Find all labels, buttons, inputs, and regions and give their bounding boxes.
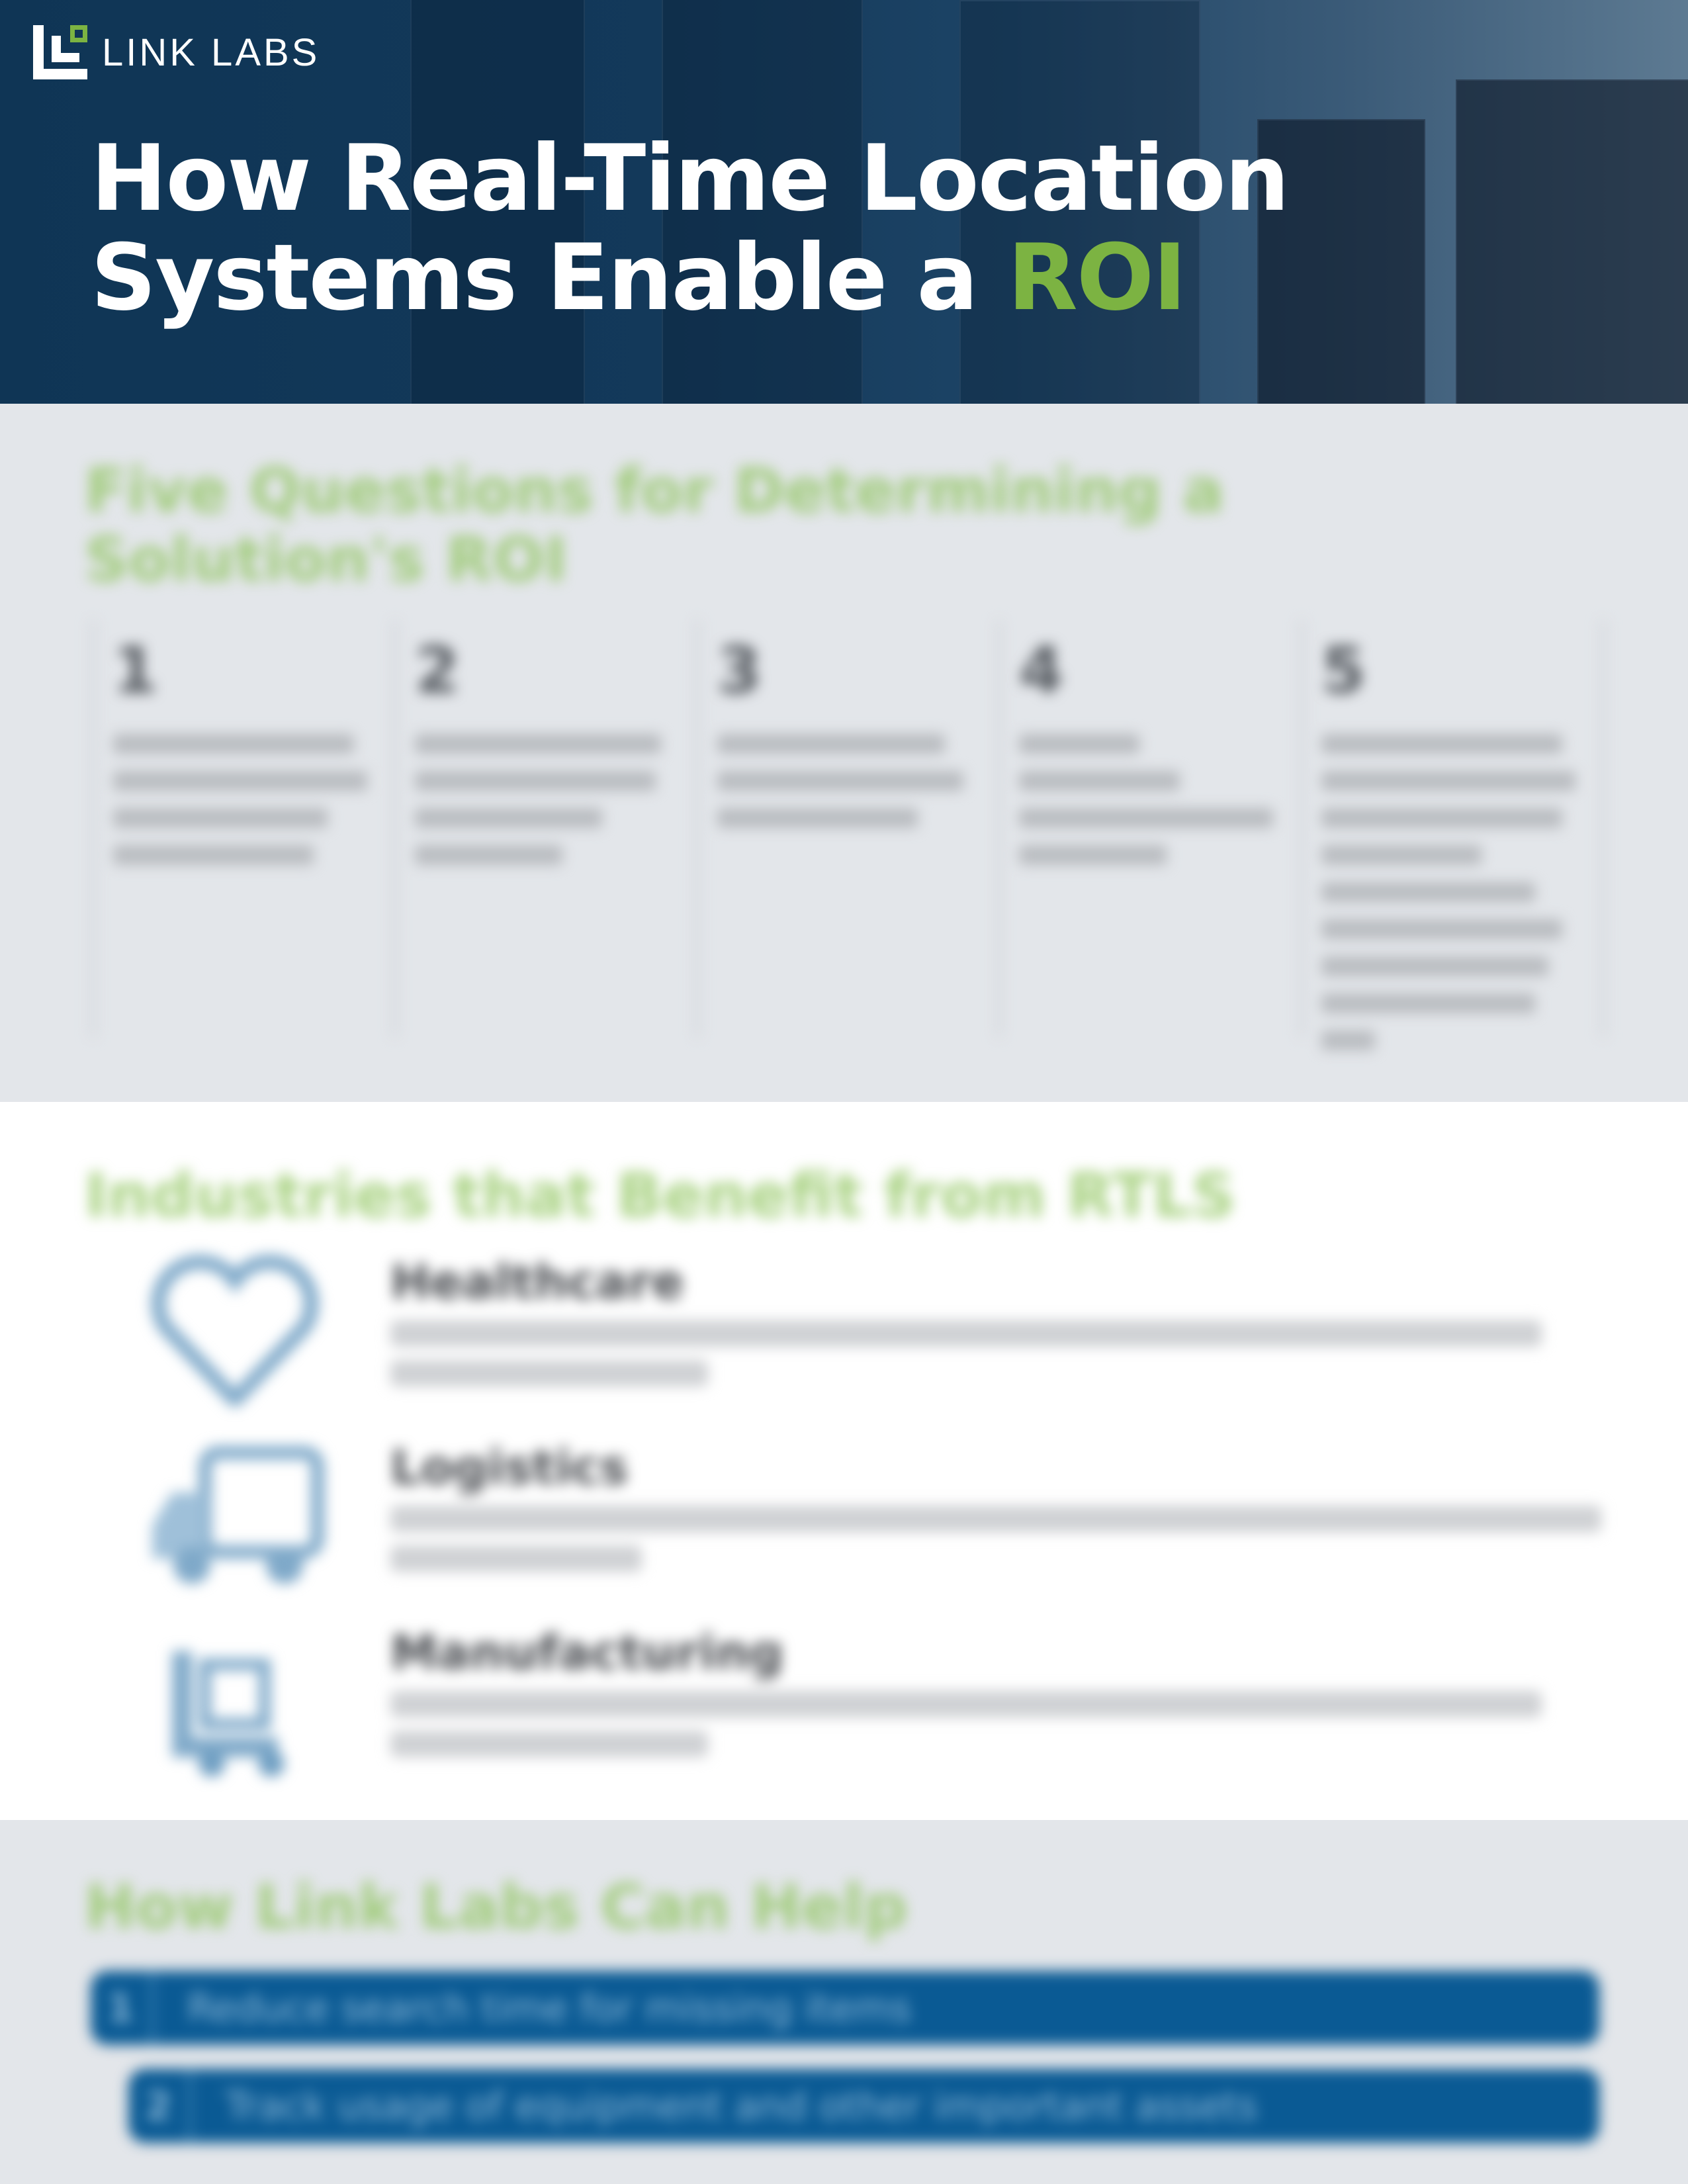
industry-title: Logistics — [390, 1439, 629, 1495]
industries-heading: Industries that Benefit from RTLS — [85, 1160, 1235, 1231]
heading-line: Five Questions for Determining a — [85, 455, 1224, 526]
questions-heading: Five Questions for Determining a Solutio… — [85, 457, 1224, 594]
help-item-number: 2 — [128, 2069, 192, 2143]
industry-item: Logistics — [0, 1439, 1688, 1618]
heading-line: Solution's ROI — [85, 524, 567, 595]
help-item: 1 Reduce search time for missing items — [91, 1971, 1599, 2045]
industry-item: Healthcare — [0, 1254, 1688, 1433]
question-number: 4 — [1019, 633, 1064, 707]
industry-item: Manufacturing — [0, 1625, 1688, 1803]
question-number: 2 — [415, 633, 460, 707]
help-section: How Link Labs Can Help 1 Reduce search t… — [0, 1827, 1688, 2184]
question-card: 2 — [392, 620, 694, 1037]
industry-title: Manufacturing — [390, 1625, 783, 1680]
question-number: 3 — [717, 633, 762, 707]
truck-icon — [152, 1446, 324, 1584]
link-labs-logo[interactable]: LINK LABS — [33, 25, 320, 79]
background-server-rack — [662, 0, 863, 404]
question-card: 3 — [694, 620, 997, 1037]
background-server-rack — [1456, 79, 1688, 404]
question-number: 1 — [113, 633, 157, 707]
page-title: How Real-Time Location Systems Enable a … — [91, 129, 1290, 331]
logo-text: LINK LABS — [102, 30, 320, 74]
background-server-rack — [1257, 119, 1425, 404]
heart-icon — [151, 1254, 319, 1406]
industry-title: Healthcare — [390, 1254, 684, 1310]
forklift-icon — [172, 1651, 285, 1777]
question-card: 1 — [91, 620, 392, 1037]
help-item-label: Reduce search time for missing items — [187, 1985, 912, 2030]
question-number: 5 — [1321, 633, 1366, 707]
help-item-label: Track usage of equipment and other impor… — [225, 2083, 1258, 2128]
logo-mark-icon — [33, 25, 87, 79]
questions-grid: 1 2 3 4 5 — [91, 620, 1607, 1050]
help-heading: How Link Labs Can Help — [85, 1872, 908, 1942]
question-card: 4 — [997, 620, 1298, 1037]
background-server-rack — [410, 0, 585, 404]
industries-section: Industries that Benefit from RTLS Health… — [0, 1102, 1688, 1820]
hero-header: LINK LABS How Real-Time Location Systems… — [0, 0, 1688, 404]
title-line-1: How Real-Time Location — [91, 125, 1290, 232]
background-server-rack — [959, 0, 1200, 404]
help-item: 2 Track usage of equipment and other imp… — [128, 2069, 1599, 2143]
title-line-2: Systems Enable a — [91, 224, 979, 331]
question-card: 5 — [1298, 620, 1607, 1050]
title-accent: ROI — [1007, 224, 1187, 331]
help-item-number: 1 — [91, 1971, 154, 2045]
questions-section: Five Questions for Determining a Solutio… — [0, 404, 1688, 1099]
